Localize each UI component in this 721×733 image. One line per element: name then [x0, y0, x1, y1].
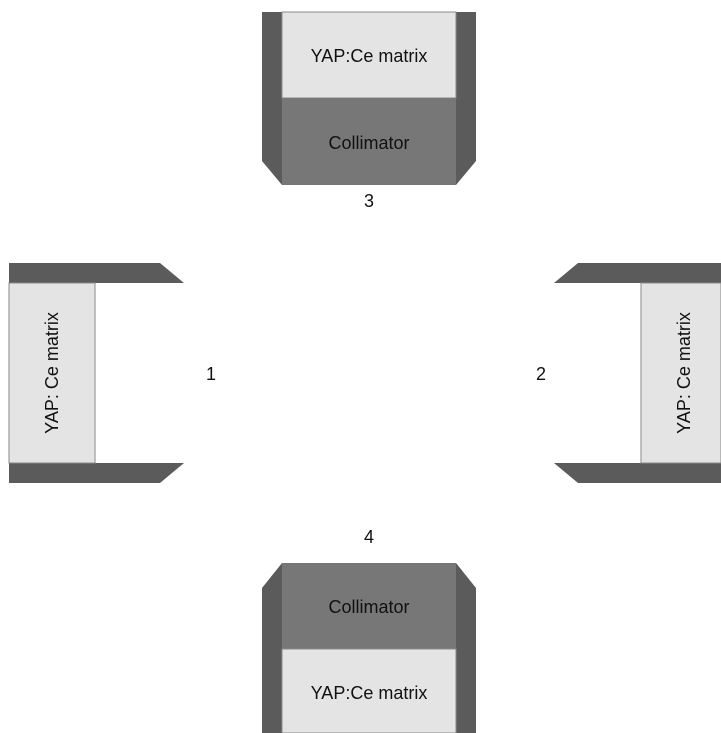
- detector-1-number: 1: [206, 364, 216, 384]
- detector-1-top-shield: [9, 263, 184, 283]
- detector-2-scintillator-matrix: [640, 282, 721, 464]
- detector-4-bottom: 4 Collimator YAP:Ce matrix: [262, 527, 476, 733]
- detector-1-scintillator-matrix: [8, 282, 96, 464]
- detector-1-bottom-shield: [9, 463, 184, 483]
- detector-1-scintillator-label: YAP: Ce matrix: [42, 312, 62, 434]
- detector-3-left-shield: [262, 12, 282, 185]
- detector-3-scintillator-label: YAP:Ce matrix: [311, 46, 428, 66]
- detector-2-scintillator-label: YAP: Ce matrix: [674, 312, 694, 434]
- detector-4-left-shield: [262, 563, 282, 733]
- detector-4-collimator-label: Collimator: [328, 597, 409, 617]
- detector-3-right-shield: [456, 12, 476, 185]
- detector-4-scintillator-label: YAP:Ce matrix: [311, 683, 428, 703]
- detector-2-top-shield: [554, 263, 721, 283]
- detector-2-bottom-shield: [554, 463, 721, 483]
- detector-3-number: 3: [364, 191, 374, 211]
- detector-3-collimator-label: Collimator: [328, 133, 409, 153]
- detector-2-right: YAP: Ce matrix 2: [536, 263, 721, 483]
- detector-1-left: YAP: Ce matrix 1: [8, 263, 216, 483]
- detector-4-collimator: [282, 563, 456, 649]
- detector-4-number: 4: [364, 527, 374, 547]
- detector-3-scintillator-matrix: [281, 11, 457, 99]
- detector-3-collimator: [282, 98, 456, 185]
- detector-3-top: YAP:Ce matrix Collimator 3: [262, 11, 476, 211]
- detector-2-number: 2: [536, 364, 546, 384]
- detector-4-scintillator-matrix: [281, 648, 457, 733]
- detector-4-right-shield: [456, 563, 476, 733]
